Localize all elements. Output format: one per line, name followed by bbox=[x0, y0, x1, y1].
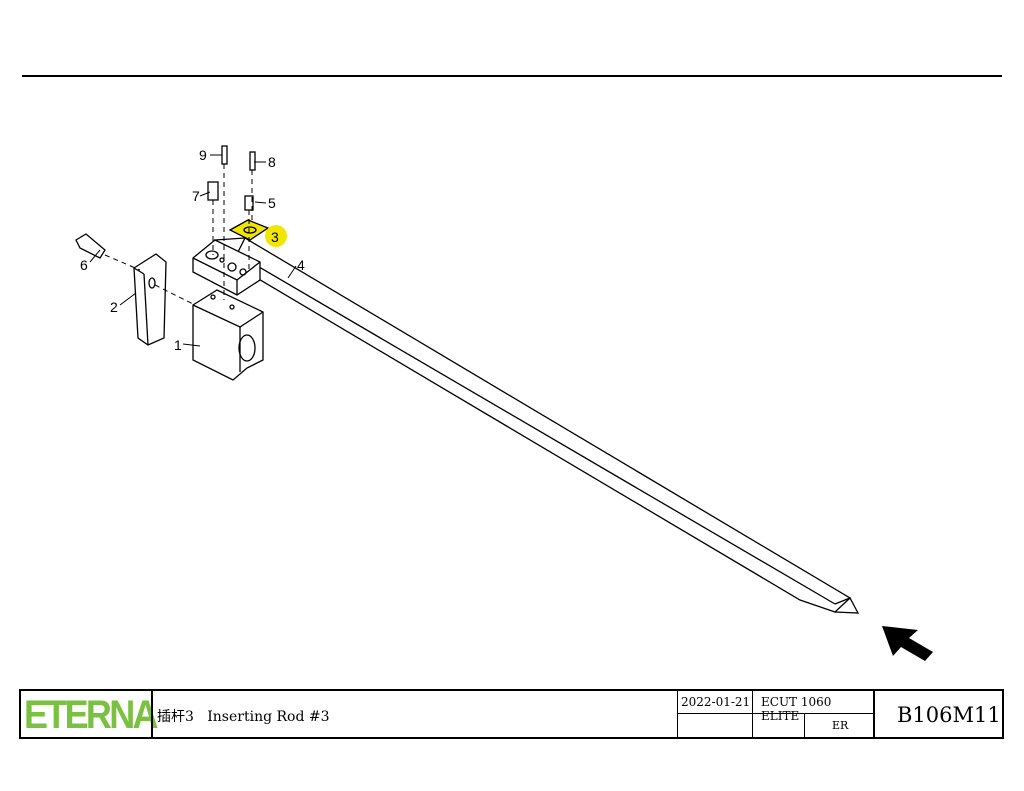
part-number: B106M11 bbox=[897, 703, 1001, 727]
callout-4: 4 bbox=[297, 257, 305, 273]
callout-5: 5 bbox=[268, 195, 276, 211]
callout-6: 6 bbox=[80, 257, 88, 273]
direction-arrow-icon bbox=[882, 626, 933, 661]
callout-1: 1 bbox=[174, 337, 182, 353]
callout-8: 8 bbox=[268, 154, 276, 170]
machine-model: ECUT 1060 ELITE bbox=[761, 695, 832, 723]
callout-3: 3 bbox=[271, 229, 279, 245]
part-1-base-block bbox=[192, 289, 264, 381]
empty-cell bbox=[752, 714, 804, 737]
part-4-inserting-rod bbox=[213, 237, 860, 614]
part-description: 插杆3 Inserting Rod #3 bbox=[157, 709, 330, 725]
exploded-assembly-drawing: 1 2 3 4 5 6 7 8 9 bbox=[75, 145, 933, 661]
part-2-bracket bbox=[133, 253, 167, 346]
logo-cell: ETERNA bbox=[21, 691, 159, 737]
description-cell: 插杆3 Inserting Rod #3 bbox=[151, 691, 677, 737]
callout-9: 9 bbox=[199, 147, 207, 163]
part-number-cell: B106M11 bbox=[873, 691, 1004, 737]
date-cell: 2022-01-21 bbox=[677, 691, 752, 714]
part-clamp-block bbox=[192, 239, 261, 296]
drawing-date: 2022-01-21 bbox=[681, 695, 751, 709]
revision-cell: ER bbox=[804, 714, 873, 737]
revision: ER bbox=[832, 719, 849, 732]
callout-7: 7 bbox=[192, 188, 200, 204]
title-block: ETERNA 插杆3 Inserting Rod #3 2022-01-21 E… bbox=[19, 689, 1004, 739]
callout-2: 2 bbox=[110, 299, 118, 315]
header-rule bbox=[22, 75, 1002, 77]
model-cell: ECUT 1060 ELITE bbox=[752, 691, 873, 723]
empty-cell bbox=[677, 714, 752, 737]
eterna-logo: ETERNA bbox=[24, 693, 159, 737]
